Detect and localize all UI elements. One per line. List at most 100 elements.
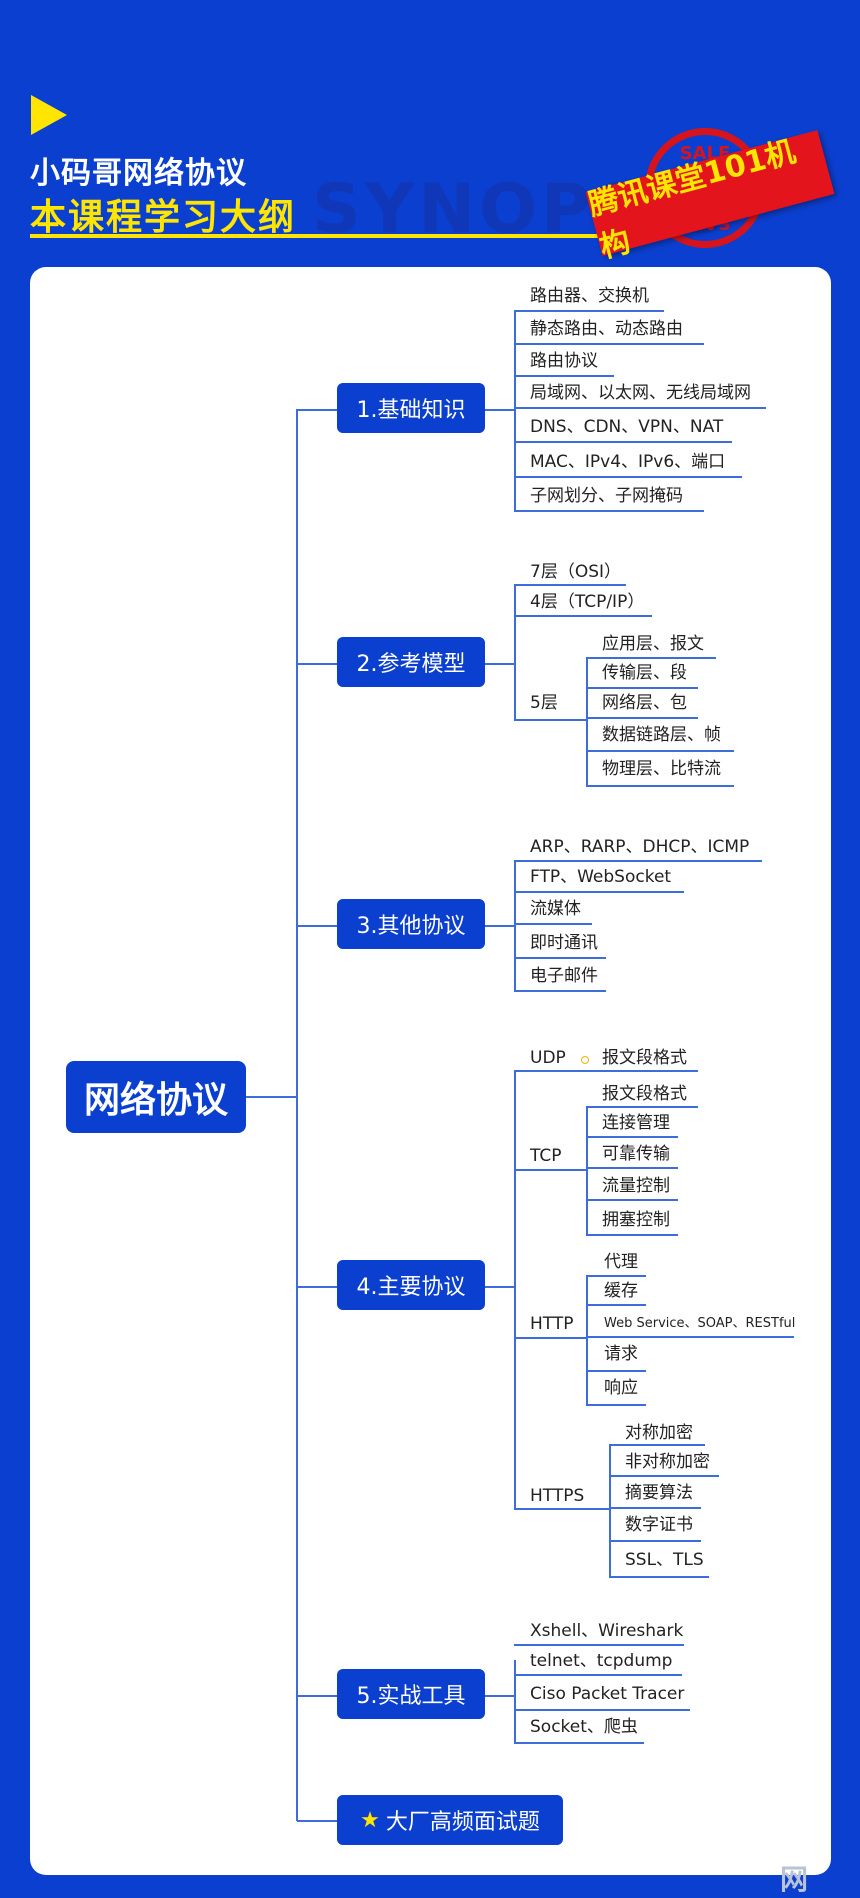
mindmap-root: 网络协议 [66,1061,246,1133]
branch-line [485,925,515,927]
item-underline [609,1444,705,1446]
item-underline [586,1370,646,1372]
branch-line [297,1695,337,1697]
list-item: Socket、爬虫 [530,1717,638,1737]
corner-watermark: 网 [780,1863,809,1896]
node-reference-model[interactable]: 2.参考模型 [337,637,485,687]
list-item: 报文段格式 [602,1084,687,1104]
list-item: 缓存 [604,1281,638,1301]
list-item: Xshell、Wireshark [530,1621,684,1641]
protocol-tcp: TCP [530,1146,562,1166]
item-underline [586,750,734,752]
node-interview-label: 大厂高频面试题 [385,1810,540,1835]
item-underline [586,1136,678,1138]
list-item: 物理层、比特流 [602,759,721,779]
item-underline [586,1404,646,1406]
list-item: 5层 [530,693,558,713]
item-underline [514,891,684,893]
item-underline [514,957,606,959]
list-item: 连接管理 [602,1113,670,1133]
item-underline [586,1304,646,1306]
list-item: 数字证书 [625,1515,693,1535]
page-title: 本课程学习大纲 [30,197,297,238]
node-interview-questions[interactable]: ★ 大厂高频面试题 [337,1795,563,1845]
item-underline [514,510,704,512]
branch-line [297,663,337,665]
protocol-http: HTTP [530,1314,574,1334]
list-item: 7层（OSI） [530,562,622,582]
bracket-line [586,1106,588,1234]
list-item: 请求 [604,1344,638,1364]
item-underline [586,1070,698,1072]
list-item: 非对称加密 [625,1452,710,1472]
list-item: 即时通讯 [530,933,598,953]
item-underline [514,1508,610,1510]
item-underline [586,1106,698,1108]
list-item: 传输层、段 [602,663,687,683]
item-underline [609,1475,719,1477]
protocol-udp: UDP [530,1048,566,1068]
title-underline [30,234,660,238]
bracket-line [514,1070,516,1508]
item-underline [586,1199,678,1201]
branch-line [485,409,515,411]
list-item: Ciso Packet Tracer [530,1684,685,1704]
list-item: 报文段格式 [602,1048,687,1068]
node-other-protocols[interactable]: 3.其他协议 [337,899,485,949]
connector-dot-icon [581,1056,589,1064]
item-underline [609,1507,701,1509]
list-item: 应用层、报文 [602,634,704,654]
item-underline [586,785,734,787]
node-main-protocols[interactable]: 4.主要协议 [337,1260,485,1310]
item-underline [586,1167,678,1169]
list-item: FTP、WebSocket [530,867,672,887]
item-underline [514,1709,690,1711]
item-underline [514,923,592,925]
star-icon: ★ [360,1807,380,1833]
list-item: DNS、CDN、VPN、NAT [530,417,724,437]
list-item: 路由器、交换机 [530,286,649,306]
item-underline [514,441,732,443]
list-item: ARP、RARP、DHCP、ICMP [530,837,750,857]
list-item: Web Service、SOAP、RESTful [604,1316,796,1331]
list-item: 流量控制 [602,1176,670,1196]
node-practical-tools[interactable]: 5.实战工具 [337,1669,485,1719]
item-underline [514,584,626,586]
list-item: 响应 [604,1378,638,1398]
list-item: 拥塞控制 [602,1210,670,1230]
list-item: 可靠传输 [602,1144,670,1164]
root-connector [246,1096,297,1098]
item-underline [586,687,698,689]
bracket-line [609,1444,611,1576]
item-underline [514,407,766,409]
bracket-line [514,860,516,990]
play-icon [31,95,67,135]
item-underline [514,310,664,312]
list-item: 局域网、以太网、无线局域网 [530,383,751,403]
item-underline [586,657,716,659]
list-item: 代理 [604,1252,638,1272]
item-underline [514,860,762,862]
item-underline [514,1644,684,1646]
list-item: 网络层、包 [602,693,687,713]
item-underline [514,343,704,345]
branch-line [485,663,515,665]
item-underline [609,1540,701,1542]
bracket-line [514,1660,516,1744]
item-underline [514,476,742,478]
item-underline [514,990,606,992]
item-underline [586,717,698,719]
node-basics[interactable]: 1.基础知识 [337,383,485,433]
branch-line [297,409,337,411]
item-underline [586,1336,794,1338]
item-underline [514,375,614,377]
item-underline [514,1674,682,1676]
branch-line [485,1286,515,1288]
item-underline [514,1169,586,1171]
list-item: 数据链路层、帧 [602,725,721,745]
protocol-https: HTTPS [530,1486,585,1506]
trunk-line [296,409,298,1821]
branch-line [297,925,337,927]
item-underline [514,1337,586,1339]
promo-badge: 腾讯课堂101机构 [585,130,835,266]
